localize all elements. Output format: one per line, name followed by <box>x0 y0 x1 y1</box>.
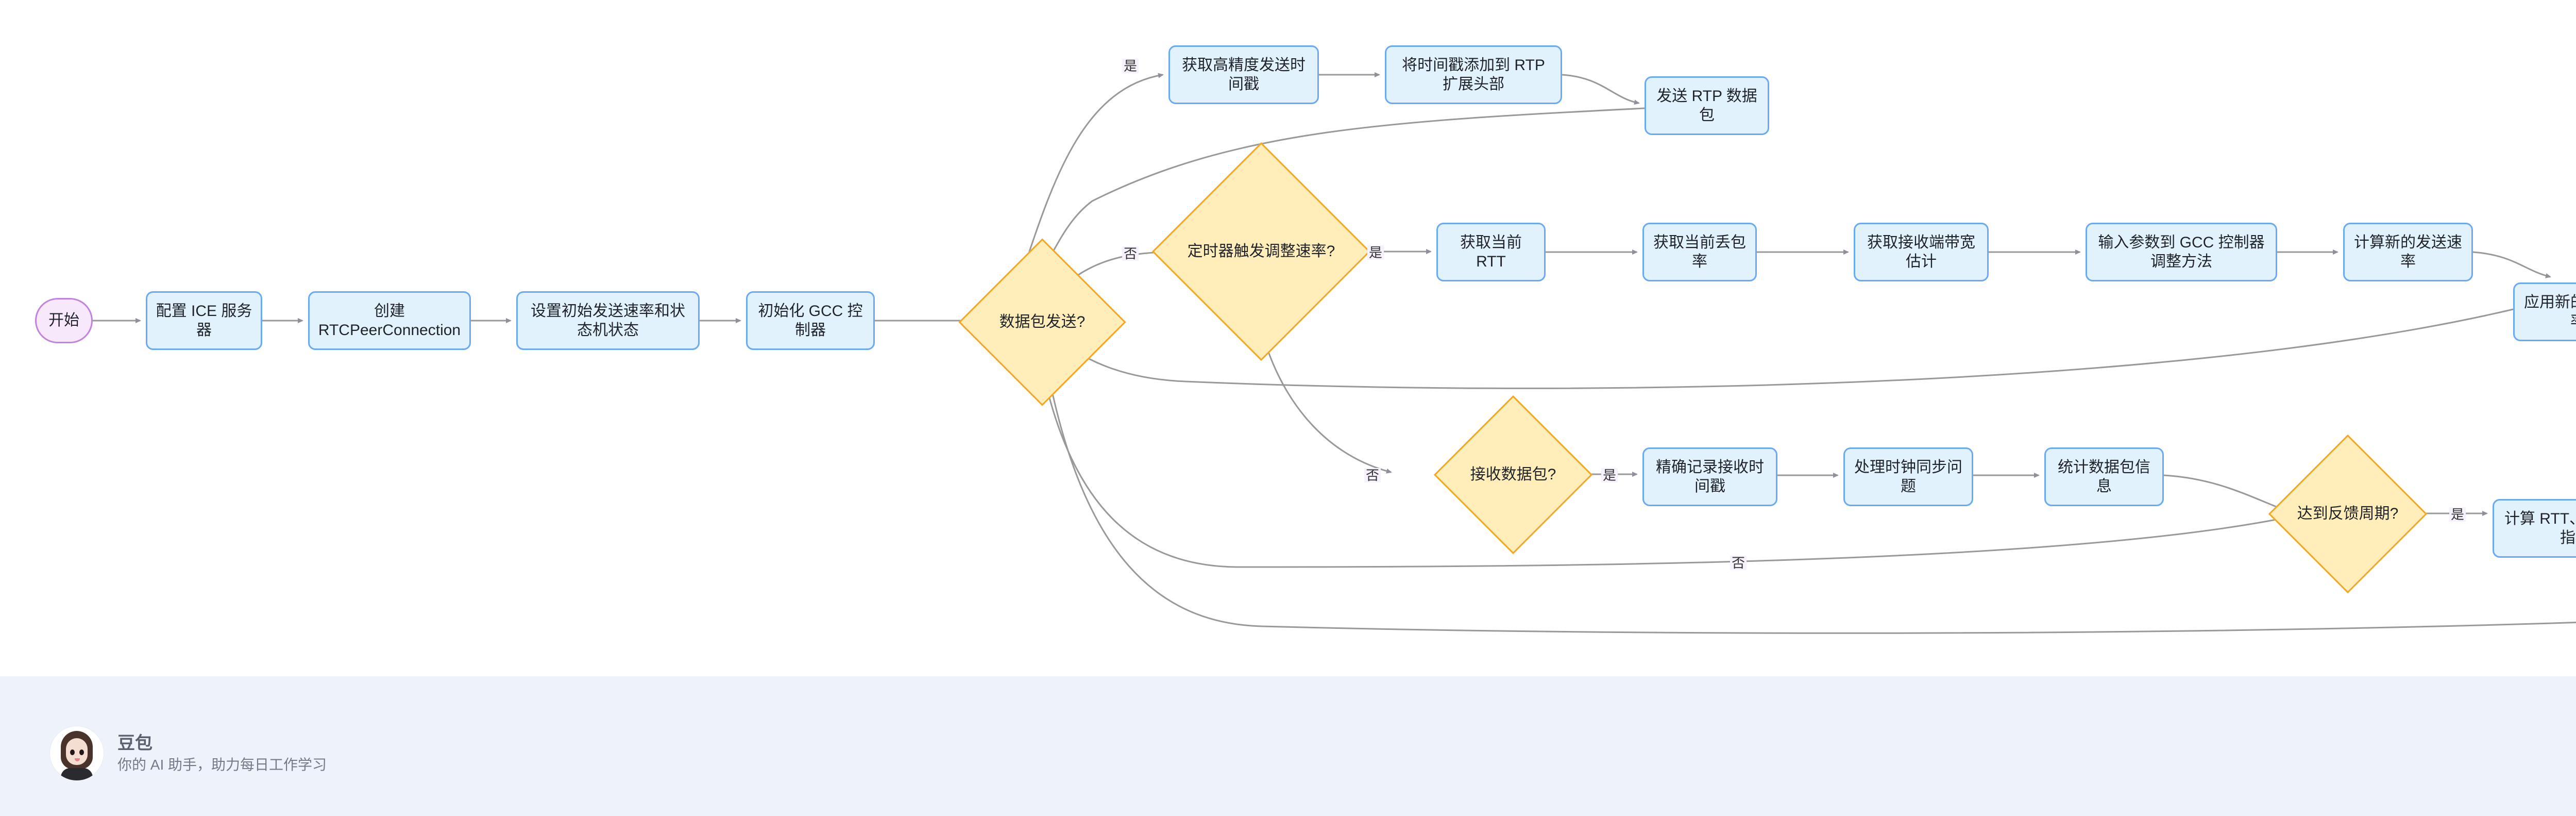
edge-sendrtp-return-d1 <box>1050 107 1645 256</box>
node-get-receiver-bandwidth-estimate[interactable]: 获取接收端带宽估计 <box>1854 223 1989 281</box>
node-label: 计算新的发送速率 <box>2354 234 2462 271</box>
node-record-receive-timestamp[interactable]: 精确记录接收时间戳 <box>1642 447 1777 506</box>
node-label: 获取接收端带宽估计 <box>1867 234 1975 271</box>
node-apply-new-send-rate[interactable]: 应用新的发送速率 <box>2513 282 2576 341</box>
node-label: 接收数据包? <box>1470 466 1556 484</box>
node-start[interactable]: 开始 <box>35 298 93 343</box>
node-decision-packet-receive[interactable]: 接收数据包? <box>1433 395 1593 555</box>
node-label: 输入参数到 GCC 控制器调整方法 <box>2098 234 2265 271</box>
edge-d1-yes-ts <box>1024 73 1164 264</box>
avatar-girl-icon <box>49 726 104 780</box>
node-get-high-precision-send-timestamp[interactable]: 获取高精度发送时间戳 <box>1168 45 1319 104</box>
edge-ext-sendrtp <box>1562 74 1640 105</box>
node-add-timestamp-rtp-ext-header[interactable]: 将时间戳添加到 RTP 扩展头部 <box>1385 45 1562 104</box>
node-send-rtp-packet[interactable]: 发送 RTP 数据包 <box>1645 76 1769 135</box>
edge-d2-no-d3 <box>1260 328 1392 474</box>
footer-bar <box>0 676 2576 816</box>
node-label: 精确记录接收时间戳 <box>1656 458 1764 495</box>
flowchart-canvas: 开始 配置 ICE 服务器 创建 RTCPeerConnection 设置初始发… <box>35 45 2576 634</box>
node-label: 处理时钟同步问题 <box>1854 458 1962 495</box>
node-label: 定时器触发调整速率? <box>1187 243 1335 260</box>
edge-d4-no-return-d1 <box>1039 360 2292 568</box>
node-configure-ice-servers[interactable]: 配置 ICE 服务器 <box>146 291 262 350</box>
node-label: 统计数据包信息 <box>2058 458 2150 495</box>
node-label: 达到反馈周期? <box>2297 505 2399 523</box>
node-label: 创建 RTCPeerConnection <box>318 302 461 339</box>
node-label: 数据包发送? <box>999 313 1086 331</box>
node-decision-timer-adjust-rate[interactable]: 定时器触发调整速率? <box>1151 142 1371 361</box>
brand-block: 豆包 你的 AI 助手，助力每日工作学习 <box>49 726 327 780</box>
node-create-rtcpeerconnection[interactable]: 创建 RTCPeerConnection <box>308 291 471 350</box>
node-init-gcc-controller[interactable]: 初始化 GCC 控制器 <box>746 291 875 350</box>
node-label: 将时间戳添加到 RTP 扩展头部 <box>1402 56 1545 93</box>
node-decision-feedback-period[interactable]: 达到反馈周期? <box>2268 434 2428 594</box>
edge-label-d1-no: 否 <box>1122 246 1139 261</box>
edge-label-d1-yes: 是 <box>1122 59 1139 73</box>
node-label: 配置 ICE 服务器 <box>156 302 252 339</box>
node-get-current-loss-rate[interactable]: 获取当前丢包率 <box>1642 223 1757 281</box>
node-label: 初始化 GCC 控制器 <box>758 302 863 339</box>
node-label: 应用新的发送速率 <box>2524 293 2576 330</box>
node-label: 发送 RTP 数据包 <box>1656 87 1757 124</box>
edge-newrate-applyrate <box>2472 251 2551 278</box>
edge-applyrate-return-d1 <box>1058 308 2514 389</box>
node-collect-packet-stats[interactable]: 统计数据包信息 <box>2044 447 2164 506</box>
node-input-params-to-gcc[interactable]: 输入参数到 GCC 控制器调整方法 <box>2086 223 2277 281</box>
node-label: 获取当前丢包率 <box>1653 234 1746 271</box>
edge-label-d3-yes: 是 <box>1601 468 1618 482</box>
brand-name: 豆包 <box>117 733 152 753</box>
node-set-initial-rate-state[interactable]: 设置初始发送速率和状态机状态 <box>516 291 700 350</box>
node-handle-clock-sync[interactable]: 处理时钟同步问题 <box>1843 447 1973 506</box>
edge-stats-d4 <box>2163 474 2289 512</box>
node-label: 获取当前 RTT <box>1460 234 1522 271</box>
node-label: 获取高精度发送时间戳 <box>1182 56 1306 93</box>
flowchart-edges <box>93 72 2576 634</box>
brand-text: 豆包 你的 AI 助手，助力每日工作学习 <box>117 733 327 773</box>
node-get-current-rtt[interactable]: 获取当前 RTT <box>1436 223 1546 281</box>
node-label: 设置初始发送速率和状态机状态 <box>531 302 685 339</box>
edge-label-d3-no: 否 <box>1364 468 1381 482</box>
brand-tagline: 你的 AI 助手，助力每日工作学习 <box>117 756 327 773</box>
edge-label-d2-yes: 是 <box>1367 245 1384 260</box>
edge-label-d4-yes: 是 <box>2449 507 2466 522</box>
node-decision-packet-send[interactable]: 数据包发送? <box>958 238 1126 406</box>
node-start-label: 开始 <box>48 312 79 329</box>
edge-label-d4-no: 否 <box>1730 556 1747 570</box>
node-compute-new-send-rate[interactable]: 计算新的发送速率 <box>2343 223 2473 281</box>
node-label: 计算 RTT、丢包率等指标 <box>2504 510 2576 547</box>
node-compute-rtt-loss-metrics[interactable]: 计算 RTT、丢包率等指标 <box>2493 499 2576 558</box>
edge-sendrtcp-return-d1 <box>1044 360 2576 634</box>
